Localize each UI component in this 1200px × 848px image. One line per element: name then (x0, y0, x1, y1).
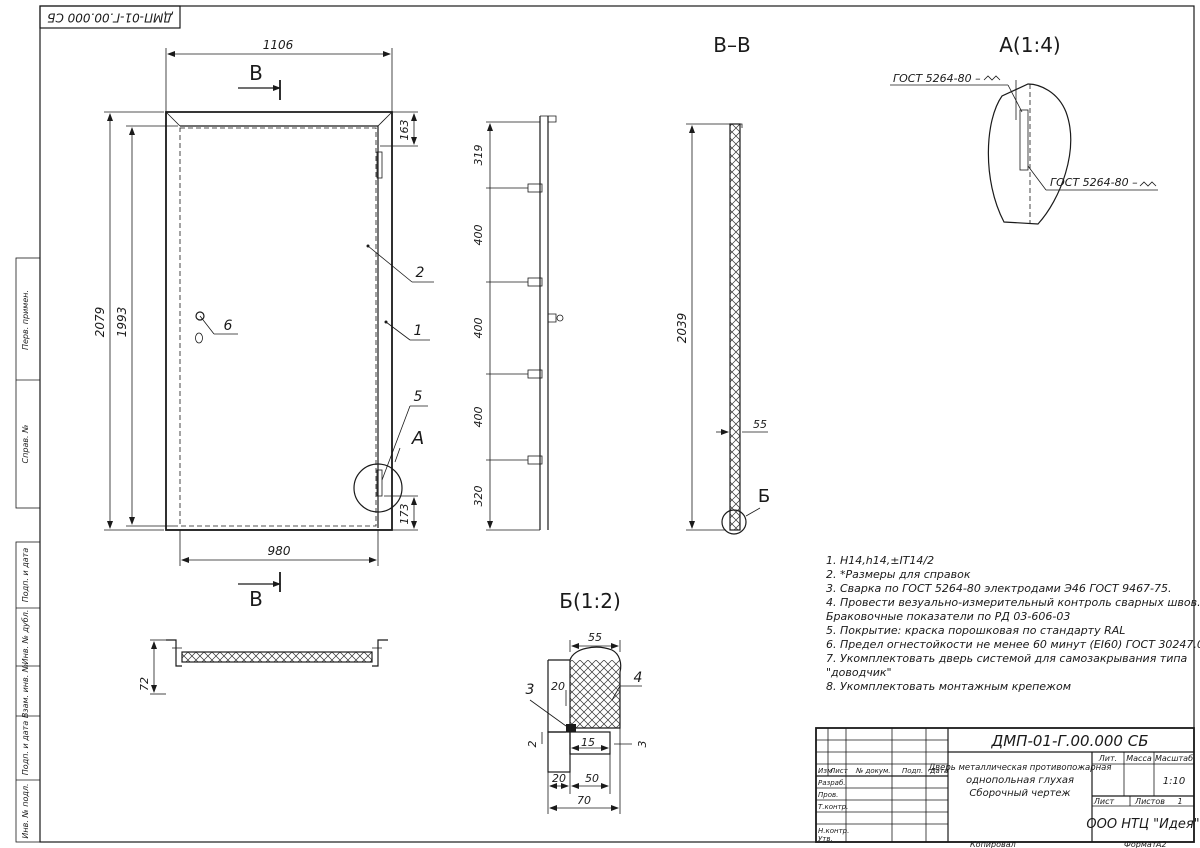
note-6: 6. Предел огнестойкости не менее 60 мину… (826, 638, 1200, 651)
detail-mark-a: А (411, 428, 424, 449)
note-7-cont: "доводчик" (826, 666, 892, 679)
tb-massa: Масса (1126, 754, 1152, 763)
tb-masshtab: Масштаб (1155, 754, 1193, 763)
detail-b-callout-4: 4 (634, 670, 643, 686)
technical-notes: 1. H14,h14,±IT14/2 2. *Размеры для справ… (826, 554, 1200, 693)
note-7: 7. Укомплектовать дверь системой для сам… (826, 652, 1188, 665)
tb-designation: ДМП-01-Г.00.000 СБ (991, 732, 1149, 750)
plan-view: 72 (138, 639, 388, 695)
dim-width-1106: 1106 (263, 38, 294, 52)
strip-label-sprav: Справ. № (21, 425, 30, 464)
note-1: 1. H14,h14,±IT14/2 (826, 554, 934, 567)
note-2: 2. *Размеры для справок (826, 568, 971, 581)
callout-1: 1 (414, 323, 423, 339)
detail-b: Б(1:2) 55 20 3 4 15 2 3 20 50 70 (526, 589, 649, 814)
note-3: 3. Сварка по ГОСТ 5264-80 электродами Э4… (826, 582, 1172, 595)
tb-list-label: Лист (1093, 797, 1115, 806)
strip-label-inv-podl: Инв. № подл. (21, 783, 30, 838)
front-view: А 1106 В 2079 1993 163 173 980 (93, 38, 434, 611)
detail-b-dim-20-bottom: 20 (552, 772, 566, 785)
strip-label-podp-data-1: Подп. и дата (21, 548, 30, 603)
section-dim-2039: 2039 (675, 313, 689, 344)
dim-163: 163 (398, 120, 411, 141)
tb-company: ООО НТЦ "Идея" (1086, 817, 1199, 832)
tb-row-razrab: Разраб. (818, 779, 846, 787)
dim-980: 980 (268, 544, 291, 558)
section-bb: В–В 2039 55 Б (675, 33, 770, 535)
section-mark-bottom: В (249, 587, 263, 611)
tb-row-nkontr: Н.контр. (818, 827, 849, 835)
detail-b-dim-70: 70 (577, 794, 591, 807)
detail-b-dim-55: 55 (588, 631, 602, 644)
strip-label-inv-dubl: Инв. № дубл. (21, 610, 30, 665)
callout-6: 6 (224, 318, 233, 334)
dim-173: 173 (398, 504, 411, 525)
footer-format: Формат (1124, 840, 1157, 848)
detail-a: А(1:4) ГОСТ 5264-80 – ГОСТ 5264-80 – (890, 33, 1158, 225)
tb-col-list: Лист (829, 767, 849, 775)
side-strip: Перв. примен. Справ. № Подп. и дата Инв.… (15, 257, 41, 843)
footer-format-value: А2 (1155, 840, 1167, 848)
note-8: 8. Укомплектовать монтажным крепежом (826, 680, 1071, 693)
side-dim-400-c: 400 (472, 407, 485, 428)
detail-b-dim-3: 3 (636, 741, 649, 748)
strip-label-vzam-inv: Взам. инв. № (21, 664, 30, 718)
tb-row-tkontr: Т.контр. (818, 803, 848, 811)
side-dim-320: 320 (472, 486, 485, 507)
tb-name-3: Сборочный чертеж (969, 787, 1070, 799)
doc-code-rotated: ДМП-01-Г.00.000 СБ (47, 11, 174, 25)
plan-dim-72: 72 (138, 677, 151, 691)
side-dim-319: 319 (472, 145, 485, 166)
ribs (486, 183, 543, 465)
callout-2: 2 (416, 265, 425, 281)
strip-label-perv-primen: Перв. примен. (21, 290, 30, 350)
side-dim-400-a: 400 (472, 225, 485, 246)
tb-col-sign: Подп. (902, 767, 923, 775)
detail-b-dim-50: 50 (585, 772, 599, 785)
detail-b-title: Б(1:2) (559, 589, 621, 613)
note-5: 5. Покрытие: краска порошковая по станда… (826, 624, 1125, 637)
tb-lit: Лит. (1098, 754, 1117, 763)
side-dim-400-b: 400 (472, 318, 485, 339)
strip-label-podp-data-2: Подп. и дата (21, 721, 30, 776)
footer-labels: Копировал Формат А2 (970, 840, 1167, 848)
detail-a-weld-1: ГОСТ 5264-80 – (893, 72, 981, 85)
callout-5: 5 (414, 389, 423, 405)
side-view: 319 400 400 400 320 (472, 115, 564, 531)
tb-row-prov: Пров. (818, 791, 838, 799)
tb-name-1: Дверь металлическая противопожарная (928, 763, 1112, 773)
footer-kopiroval: Копировал (970, 840, 1016, 848)
detail-b-dim-20-top: 20 (551, 680, 565, 693)
tb-masshtab-value: 1:10 (1163, 776, 1185, 787)
tb-col-date: Дата (929, 767, 948, 775)
tb-col-izm: Изм (818, 767, 833, 775)
section-mark-top: В (249, 61, 263, 85)
tb-col-doc: № докум. (855, 767, 891, 775)
tb-row-utv: Утв. (818, 835, 833, 843)
detail-b-dim-2: 2 (526, 741, 539, 748)
title-block: ДМП-01-Г.00.000 СБ Дверь металлическая п… (815, 727, 1200, 843)
detail-a-weld-2: ГОСТ 5264-80 – (1050, 176, 1138, 189)
detail-b-dim-15: 15 (581, 736, 595, 749)
dim-height-1993: 1993 (115, 307, 129, 338)
section-dim-55: 55 (753, 418, 767, 431)
tb-name-2: однопольная глухая (966, 775, 1074, 786)
note-4-cont: Браковочные показатели по РД 03-606-03 (826, 610, 1070, 623)
detail-a-title: А(1:4) (999, 33, 1060, 57)
section-detail-mark-b: Б (758, 486, 770, 507)
note-4: 4. Провести везуально-измерительный конт… (826, 596, 1200, 609)
section-bb-title: В–В (713, 33, 750, 57)
detail-b-callout-3: 3 (526, 682, 535, 698)
tb-listov-label: Листов (1134, 797, 1165, 806)
doc-code-box: ДМП-01-Г.00.000 СБ (39, 5, 181, 29)
tb-listov-value: 1 (1177, 797, 1182, 806)
dim-height-2079: 2079 (93, 307, 107, 338)
